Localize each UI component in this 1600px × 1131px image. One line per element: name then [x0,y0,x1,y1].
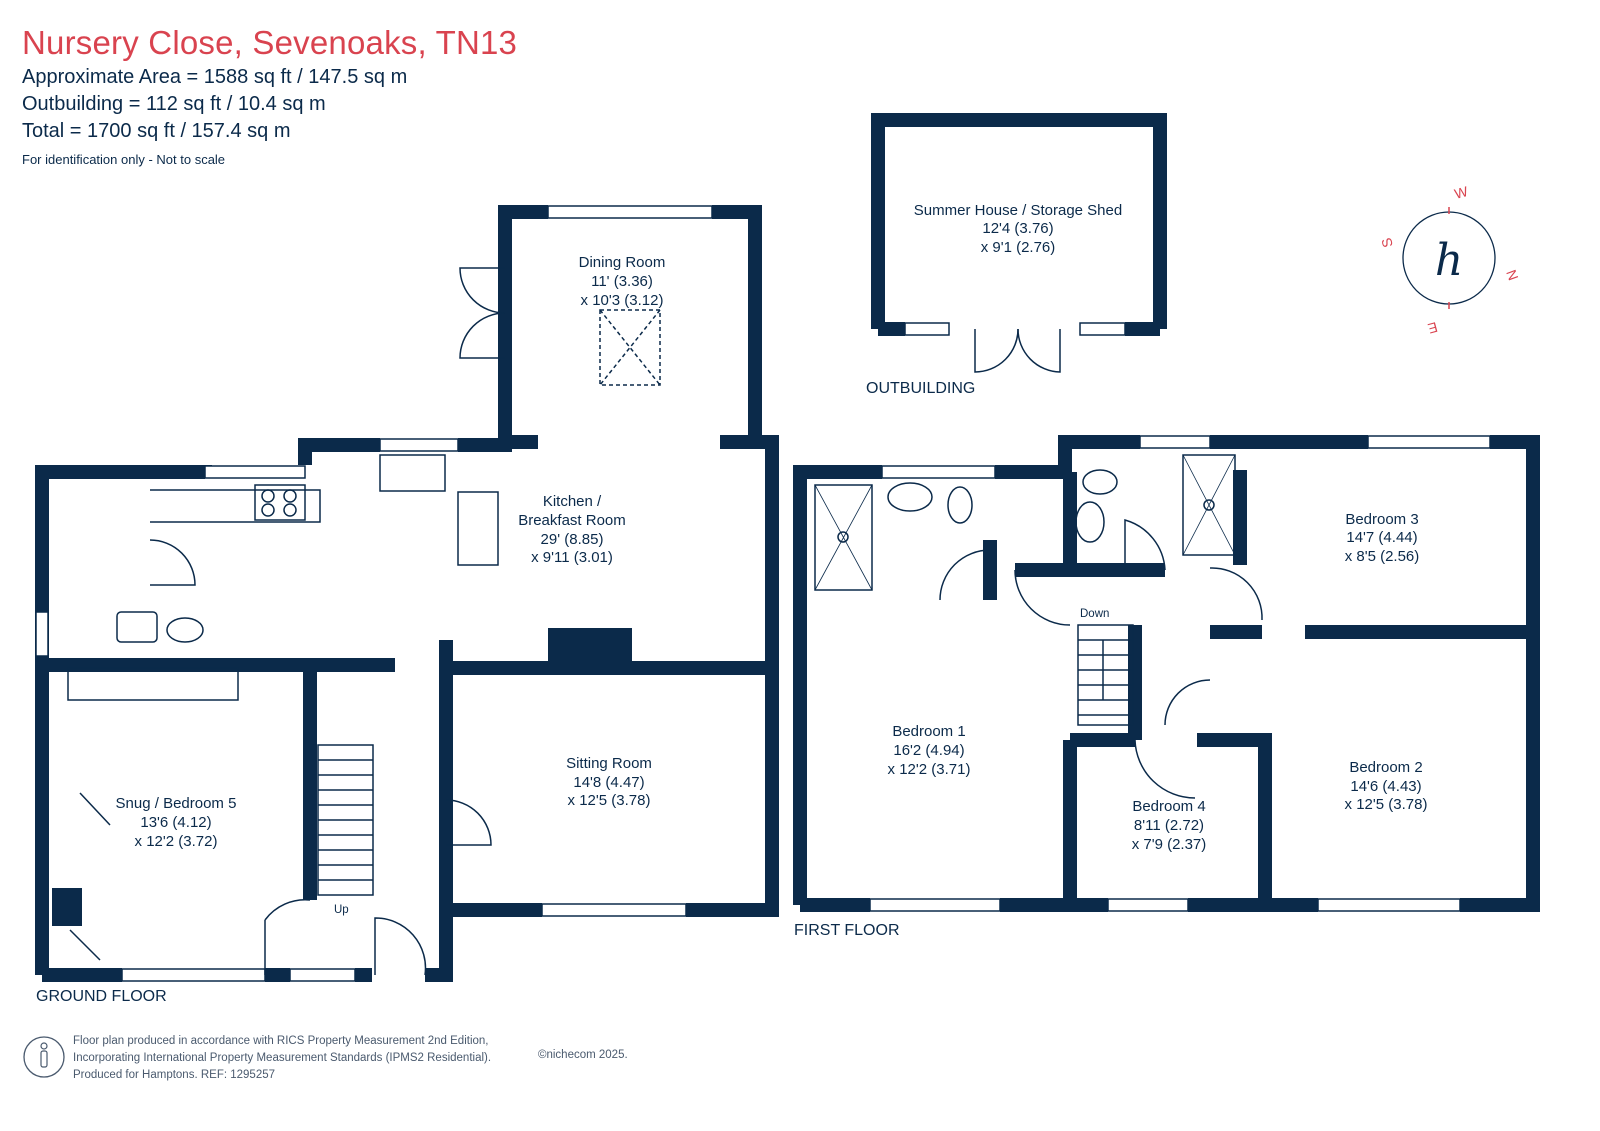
compass-s: S [1378,236,1396,249]
dining-room-name: Dining Room [579,254,666,271]
sitting-room-dim2: x 12'5 (3.78) [568,792,651,809]
kitchen-name-2: Breakfast Room [518,512,626,529]
outbuilding-label: OUTBUILDING [866,380,975,397]
compass-icon: h W N E S [1378,183,1522,337]
property-title: Nursery Close, Sevenoaks, TN13 [22,24,518,61]
footer-line-1: Floor plan produced in accordance with R… [73,1035,489,1047]
first-floor-label: FIRST FLOOR [794,922,900,939]
snug-dim2: x 12'2 (3.72) [135,833,218,850]
compass-n: N [1503,268,1521,283]
summer-house-dim1: 12'4 (3.76) [982,220,1053,237]
disclaimer: For identification only - Not to scale [22,152,226,167]
outbuilding-area: Outbuilding = 112 sq ft / 10.4 sq m [22,93,326,115]
bedroom-4-name: Bedroom 4 [1132,798,1205,815]
kitchen-dim1: 29' (8.85) [541,531,604,548]
bedroom-1-dim1: 16'2 (4.94) [893,742,964,759]
snug-name: Snug / Bedroom 5 [116,795,237,812]
summer-house-dim2: x 9'1 (2.76) [981,239,1056,256]
total-area: Total = 1700 sq ft / 157.4 sq m [22,120,291,142]
snug-dim1: 13'6 (4.12) [140,814,211,831]
footer-line-2: Incorporating International Property Mea… [73,1052,492,1064]
stairs-up-label: Up [334,904,349,916]
bedroom-1-name: Bedroom 1 [892,723,965,740]
bedroom-2-dim2: x 12'5 (3.78) [1345,796,1428,813]
bedroom-3-dim2: x 8'5 (2.56) [1345,548,1420,565]
bedroom-1-dim2: x 12'2 (3.71) [888,761,971,778]
dining-room-dim1: 11' (3.36) [591,273,653,290]
ground-floor-walls [35,465,205,975]
kitchen-dim2: x 9'11 (3.01) [531,549,613,566]
bedroom-4-dim2: x 7'9 (2.37) [1132,836,1207,853]
outbuilding-walls [871,113,1167,329]
compass-w: W [1453,183,1471,202]
bedroom-2-name: Bedroom 2 [1349,759,1422,776]
ground-floor-label: GROUND FLOOR [36,988,167,1005]
footer-text: Floor plan produced in accordance with R… [73,1033,491,1084]
approximate-area: Approximate Area = 1588 sq ft / 147.5 sq… [22,66,408,88]
kitchen-name-1: Kitchen / [543,493,602,510]
sitting-room-dim1: 14'8 (4.47) [573,774,644,791]
bedroom-4-dim1: 8'11 (2.72) [1134,817,1204,834]
stairs-down-label: Down [1080,608,1109,620]
summer-house-name: Summer House / Storage Shed [914,202,1122,219]
bedroom-2-dim1: 14'6 (4.43) [1350,778,1421,795]
compass-e: E [1426,319,1439,337]
sitting-room-name: Sitting Room [566,755,652,772]
person-icon [23,1036,65,1078]
logo-letter: h [1435,235,1463,286]
dining-room-dim2: x 10'3 (3.12) [581,292,664,309]
bedroom-3-dim1: 14'7 (4.44) [1346,529,1417,546]
footer-line-3: Produced for Hamptons. REF: 1295257 [73,1069,276,1081]
copyright: ©nichecom 2025. [538,1049,628,1061]
bedroom-3-name: Bedroom 3 [1345,511,1418,528]
